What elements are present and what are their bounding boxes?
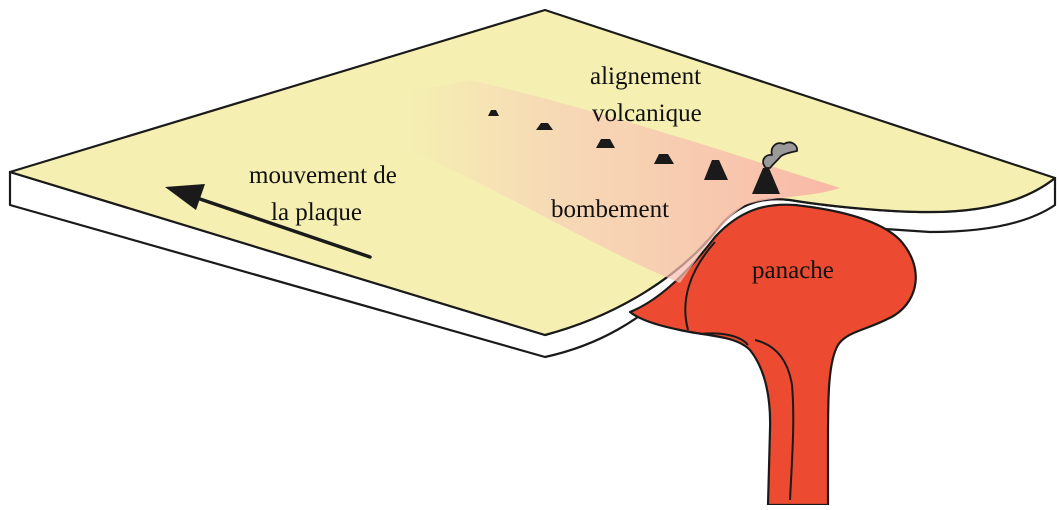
label-alignment-line2: volcanique xyxy=(592,100,702,127)
label-movement-line1: mouvement de xyxy=(249,162,397,189)
label-alignment-line1: alignement xyxy=(590,63,701,90)
label-plume: panache xyxy=(752,257,834,284)
label-swell: bombement xyxy=(551,196,669,223)
label-movement-line2: la plaque xyxy=(271,199,362,226)
